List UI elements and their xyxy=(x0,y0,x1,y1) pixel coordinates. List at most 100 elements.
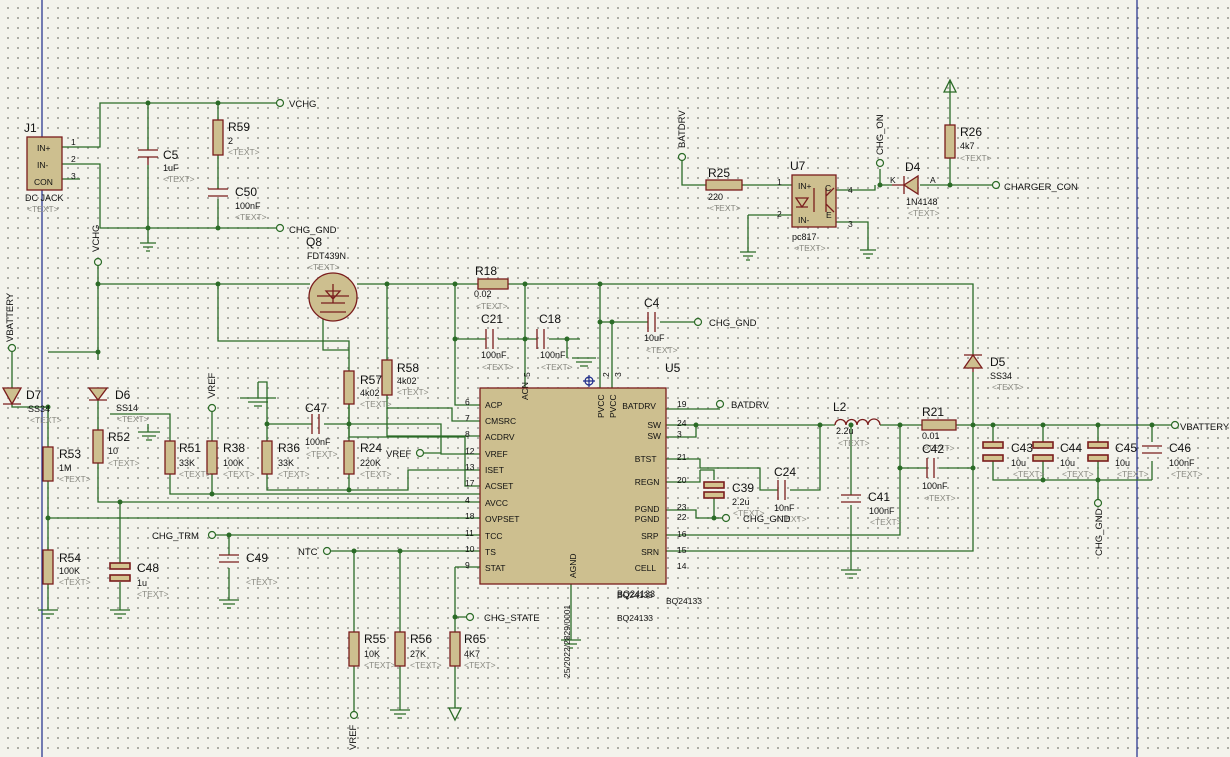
u5-pin-num-5: 5 xyxy=(522,372,532,377)
c39-ref: C39 xyxy=(732,481,754,495)
d7-text-placeholder: <TEXT> xyxy=(30,415,62,425)
c48-text-placeholder: <TEXT> xyxy=(137,589,169,599)
terminals xyxy=(7,98,1180,720)
u7-pin-num-4: 4 xyxy=(848,185,853,195)
r56-ref: R56 xyxy=(410,632,432,646)
u5-pin-acp: ACP xyxy=(485,400,503,410)
u5-pin-num-7: 7 xyxy=(465,413,470,423)
d4-text-placeholder: <TEXT> xyxy=(908,208,940,218)
d4-pin-k: K xyxy=(890,175,896,185)
u5-part-label: BQ24133 xyxy=(617,590,653,600)
u5-pin-num-8: 8 xyxy=(465,429,470,439)
r25-ref: R25 xyxy=(708,166,730,180)
q8-value: FDT439N xyxy=(307,251,346,261)
u7-pin-c: C xyxy=(825,183,831,193)
c42-ref: C42 xyxy=(922,442,944,456)
c50-value: 100nF xyxy=(235,201,261,211)
d5-value: SS34 xyxy=(990,371,1012,381)
r38-ref: R38 xyxy=(223,441,245,455)
u7-value: pc817 xyxy=(792,232,817,242)
u5-value: BQ24133 xyxy=(617,589,655,599)
u7-pin-e: E xyxy=(826,210,832,220)
u5-part-label: BQ24133 xyxy=(666,596,702,606)
d4-pin-a: A xyxy=(930,175,936,185)
c5-value: 1uF xyxy=(163,163,179,173)
c4-ref: C4 xyxy=(644,296,660,310)
net-label-vref: VREF xyxy=(207,372,218,398)
d6-text-placeholder: <TEXT> xyxy=(117,414,149,424)
u7-pin-num-3: 3 xyxy=(848,219,853,229)
c42-value: 100nF xyxy=(922,481,948,491)
u5-pin-num-21: 21 xyxy=(677,452,687,462)
net-label-chg-trm: CHG_TRM xyxy=(152,531,199,542)
c49-text-placeholder: <TEXT> xyxy=(246,577,278,587)
c5-text-placeholder: <TEXT> xyxy=(163,174,195,184)
u5-pin-num-18: 18 xyxy=(465,511,475,521)
u5-pin-pgnd: PGND xyxy=(635,504,660,514)
net-label-chg-gnd: CHG_GND xyxy=(709,318,757,329)
component-bodies xyxy=(1,119,1162,667)
u5-pin-num-22: 22 xyxy=(677,512,687,522)
c47-value: 100nF xyxy=(305,437,331,447)
c50-text-placeholder: <TEXT> xyxy=(235,212,267,222)
u5-pin-pvcc: PVCC xyxy=(596,394,606,418)
r18-ref: R18 xyxy=(475,264,497,278)
r36-ref: R36 xyxy=(278,441,300,455)
u5-pin-pvcc: PVCC xyxy=(608,394,618,418)
net-label-chg-gnd: CHG_GND xyxy=(743,514,791,525)
j1-pin-num: 3 xyxy=(71,171,76,181)
r21-text-placeholder: <TEXT> xyxy=(923,443,955,453)
u5-pin-cell: CELL xyxy=(635,563,657,573)
r65-ref: R65 xyxy=(464,632,486,646)
r57-text-placeholder: <TEXT> xyxy=(360,399,392,409)
r25-value: 220 xyxy=(708,192,723,202)
u7-pin-in-plus: IN+ xyxy=(798,181,812,191)
r26-value: 4k7 xyxy=(960,141,975,151)
u5-pin-num-15: 15 xyxy=(677,545,687,555)
net-label-chg-on: CHG_ON xyxy=(875,114,886,155)
u5-pin-pgnd: PGND xyxy=(635,514,660,524)
u5-pin-num-10: 10 xyxy=(465,544,475,554)
c24-text-placeholder: <TEXT> xyxy=(775,514,807,524)
d7-value: SS34 xyxy=(28,404,50,414)
u5-pin-num-9: 9 xyxy=(465,560,470,570)
u5-pin-cmsrc: CMSRC xyxy=(485,416,516,426)
r55-ref: R55 xyxy=(364,632,386,646)
net-label-vref: VREF xyxy=(386,449,412,460)
r54-value: 100K xyxy=(59,566,80,576)
c43-ref: C43 xyxy=(1011,441,1033,455)
u5-pin-stat: STAT xyxy=(485,563,505,573)
r58-value: 4k02 xyxy=(397,376,417,386)
r53-ref: R53 xyxy=(59,447,81,461)
u5-pin-regn: REGN xyxy=(635,477,660,487)
wires xyxy=(11,92,1175,712)
u5-pin-num-3: 3 xyxy=(613,372,623,377)
r53-value: 1M xyxy=(59,463,72,473)
r53-text-placeholder: <TEXT> xyxy=(59,474,91,484)
c21-ref: C21 xyxy=(481,312,503,326)
u5-pin-acset: ACSET xyxy=(485,481,513,491)
r59-text-placeholder: <TEXT> xyxy=(228,147,260,157)
u5-pin-btst: BTST xyxy=(635,454,657,464)
r25-text-placeholder: <TEXT> xyxy=(709,203,741,213)
c47-ref: C47 xyxy=(305,401,327,415)
r58-ref: R58 xyxy=(397,361,419,375)
c44-ref: C44 xyxy=(1060,441,1082,455)
net-label-chg-gnd: CHG_GND xyxy=(289,225,337,236)
r56-value: 27K xyxy=(410,649,426,659)
c24-value: 10nF xyxy=(774,503,795,513)
u5-pin-srp: SRP xyxy=(641,531,659,541)
c45-text-placeholder: <TEXT> xyxy=(1117,469,1149,479)
date-stamp: 25/2022/2829/0001 xyxy=(562,604,572,678)
c39-value: 2.2u xyxy=(732,497,750,507)
d4-value: 1N4148 xyxy=(906,197,938,207)
u5-pin-num-23: 23 xyxy=(677,502,687,512)
u7-text-placeholder: <TEXT> xyxy=(794,243,826,253)
r38-text-placeholder: <TEXT> xyxy=(223,469,255,479)
j1-pin-in: IN+ xyxy=(37,143,51,153)
net-label-vchg: VCHG xyxy=(91,225,102,252)
r26-ref: R26 xyxy=(960,125,982,139)
net-label-ntc: NTC xyxy=(298,547,318,558)
u5-pin-vref: VREF xyxy=(485,449,508,459)
